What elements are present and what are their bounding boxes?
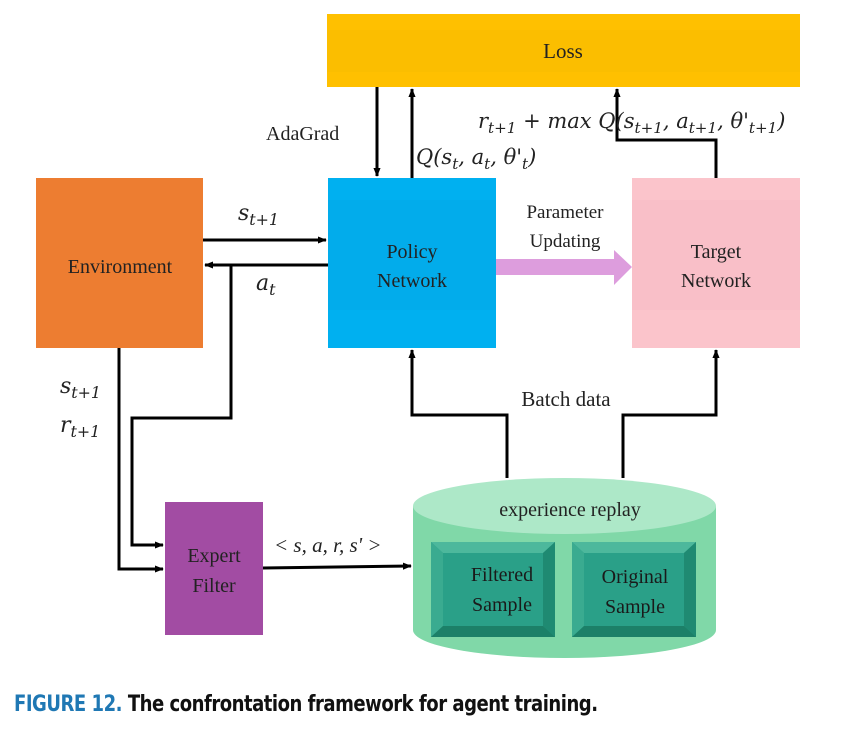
expert-filter-node: Expert Filter (165, 502, 263, 635)
batch-to-policy-arrow (408, 349, 509, 478)
env-reward-label: rt+1​ (60, 413, 100, 441)
target-to-loss-arrow (613, 88, 718, 178)
env-to-filter-arrow (117, 348, 164, 573)
filtered-sample-label-line2: Sample (472, 594, 532, 616)
target-network-label-line2: Network (681, 270, 751, 292)
experience-replay-label: experience replay (499, 499, 641, 521)
loss-node: Loss (327, 14, 800, 87)
q-policy-label: Q(st​, at​, θ't​) (416, 145, 536, 173)
framework-diagram: Loss Environment Policy Network Target N… (36, 14, 800, 659)
original-sample-label-line2: Sample (605, 596, 665, 618)
environment-node: Environment (36, 178, 203, 348)
original-sample-label-line1: Original (602, 566, 669, 588)
policy-network-label-line1: Policy (386, 241, 437, 263)
state-next-label: st+1​ (238, 201, 279, 229)
action-to-filter-arrow (130, 265, 233, 549)
loss-label: Loss (543, 39, 583, 63)
param-updating-label-line2: Updating (530, 231, 601, 252)
experience-replay-node: experience replay Filtered Sample Origin… (413, 478, 716, 659)
caption-text: The confrontation framework for agent tr… (127, 692, 598, 717)
transition-arrow (262, 562, 412, 570)
batch-data-label: Batch data (521, 387, 611, 411)
expert-filter-label-line2: Filter (192, 575, 236, 597)
adagrad-label: AdaGrad (266, 123, 339, 145)
action-label: at​ (256, 271, 276, 299)
filtered-sample-box: Filtered Sample (431, 542, 555, 637)
env-state-label: st+1​ (60, 374, 101, 402)
policy-network-label-line2: Network (377, 270, 447, 292)
policy-network-node: Policy Network (328, 178, 496, 348)
figure-number: FIGURE 12. (14, 692, 123, 717)
environment-label: Environment (68, 256, 173, 278)
param-updating-label-line1: Parameter (526, 202, 604, 223)
target-network-label-line1: Target (691, 241, 742, 263)
batch-to-target-arrow (621, 349, 720, 478)
filtered-sample-label-line1: Filtered (471, 564, 533, 586)
original-sample-box: Original Sample (572, 542, 696, 637)
figure-caption: FIGURE 12. The confrontation framework f… (14, 692, 598, 717)
expert-filter-label-line1: Expert (187, 545, 241, 567)
parameter-updating-arrow (496, 250, 632, 285)
target-expression-label: rt+1​ + max Q(st+1​, at+1​, θ't+1​) (478, 109, 785, 137)
transition-label: < s, a, r, s' > (274, 533, 382, 557)
target-network-node: Target Network (632, 178, 800, 348)
